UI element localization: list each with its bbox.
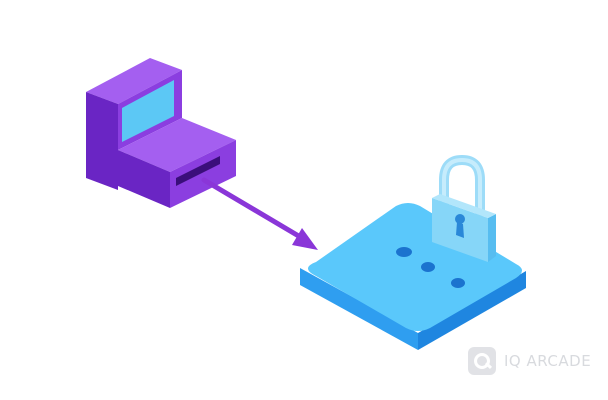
pad-dot (396, 247, 412, 257)
pad-dot (451, 278, 465, 288)
device-icon (86, 58, 236, 208)
pad-dot (421, 262, 435, 272)
watermark-text: IQ ARCADE (504, 352, 592, 370)
iq-arcade-watermark: IQ ARCADE (468, 347, 591, 375)
pad-platform (300, 203, 526, 350)
arrow-icon (201, 177, 318, 250)
iq-logo-icon (468, 347, 496, 375)
lock-icon (432, 154, 496, 262)
